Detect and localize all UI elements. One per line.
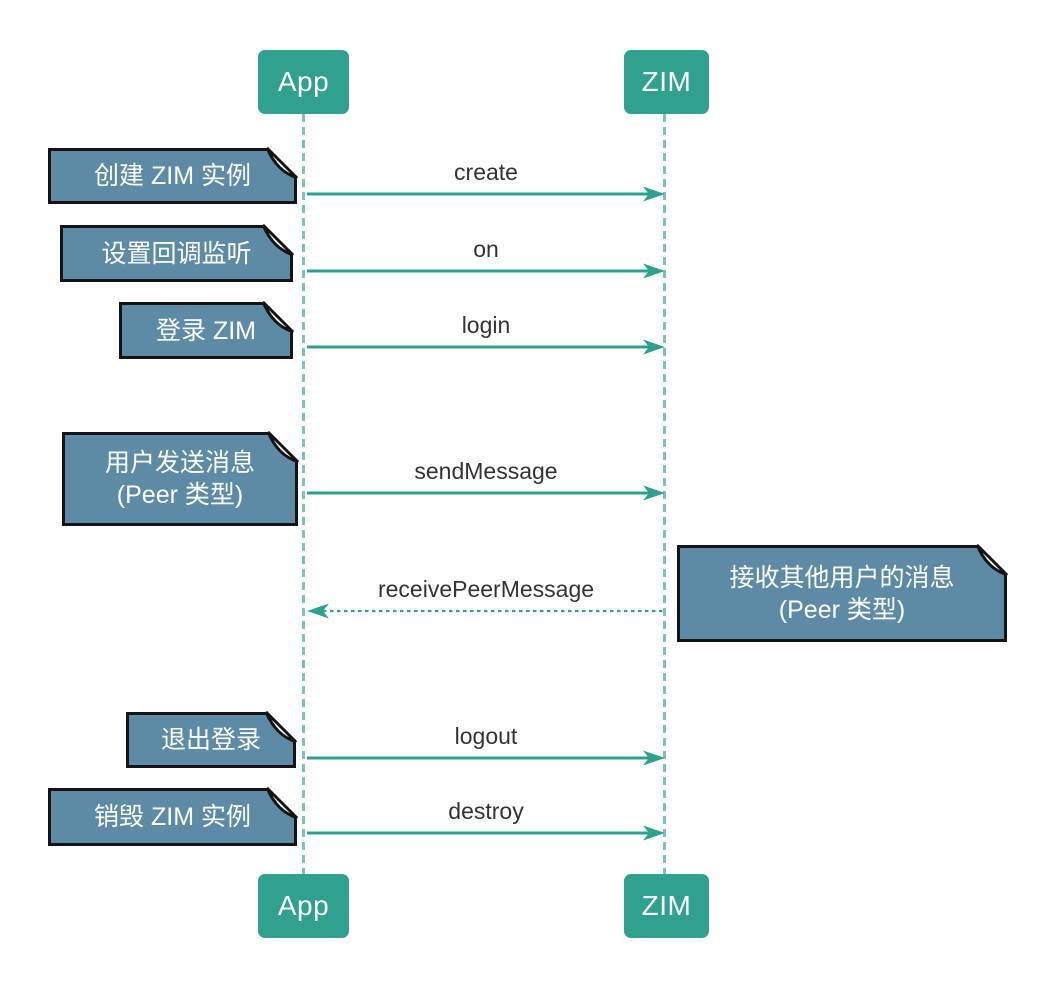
- arrow-right-icon: [307, 485, 665, 501]
- message-label: create: [454, 159, 518, 185]
- arrow-right-icon: [307, 339, 665, 355]
- note-text: 创建 ZIM 实例: [94, 162, 251, 190]
- note-fold-icon: [265, 146, 299, 180]
- message-label: login: [461, 312, 511, 338]
- actor-zim-top: ZIM: [624, 50, 709, 114]
- note-text: 用户发送消息: [104, 449, 255, 477]
- message-label: receivePeerMessage: [377, 576, 595, 602]
- note-create-zim-instance: 创建 ZIM 实例: [48, 146, 299, 204]
- note-receive-other-user-message: 接收其他用户的消息 (Peer 类型): [677, 543, 1009, 642]
- note-fold-icon: [261, 223, 295, 257]
- note-login-zim: 登录 ZIM: [119, 300, 295, 359]
- note-text: 设置回调监听: [101, 239, 252, 268]
- note-logout: 退出登录: [126, 710, 298, 768]
- note-user-send-message: 用户发送消息 (Peer 类型): [62, 430, 300, 526]
- note-fold-icon: [261, 300, 295, 334]
- actor-app-top: App: [258, 50, 349, 114]
- arrow-right-icon: [307, 186, 665, 202]
- note-fold-icon: [266, 430, 300, 464]
- arrow-right-icon: [307, 263, 665, 279]
- zim-lifeline: [663, 114, 666, 875]
- note-text: 接收其他用户的消息: [729, 563, 955, 592]
- message-logout: logout: [306, 723, 666, 767]
- message-send-message: sendMessage: [306, 458, 666, 502]
- note-text: 销毁 ZIM 实例: [94, 803, 251, 831]
- message-create: create: [306, 159, 666, 203]
- actor-app-bottom: App: [258, 874, 349, 938]
- message-login: login: [306, 312, 666, 356]
- note-fold-icon: [975, 543, 1009, 577]
- note-fold-icon: [264, 710, 298, 744]
- actor-zim-bottom: ZIM: [624, 874, 709, 938]
- note-text: (Peer 类型): [116, 481, 244, 509]
- note-destroy-zim-instance: 销毁 ZIM 实例: [48, 786, 299, 846]
- message-label: destroy: [448, 798, 524, 824]
- message-label: on: [473, 236, 499, 262]
- note-fold-icon: [265, 786, 299, 820]
- app-lifeline: [302, 114, 305, 875]
- message-label: sendMessage: [414, 458, 558, 484]
- message-receive-peer-message: receivePeerMessage: [306, 576, 666, 620]
- note-text: 退出登录: [160, 726, 261, 754]
- arrow-left-icon: [307, 603, 665, 619]
- message-label: logout: [454, 723, 518, 749]
- message-on: on: [306, 236, 666, 280]
- arrow-right-icon: [307, 825, 665, 841]
- note-set-callback-listener: 设置回调监听: [60, 223, 295, 282]
- message-destroy: destroy: [306, 798, 666, 842]
- note-text: (Peer 类型): [778, 595, 906, 624]
- arrow-right-icon: [307, 750, 665, 766]
- note-text: 登录 ZIM: [156, 316, 256, 345]
